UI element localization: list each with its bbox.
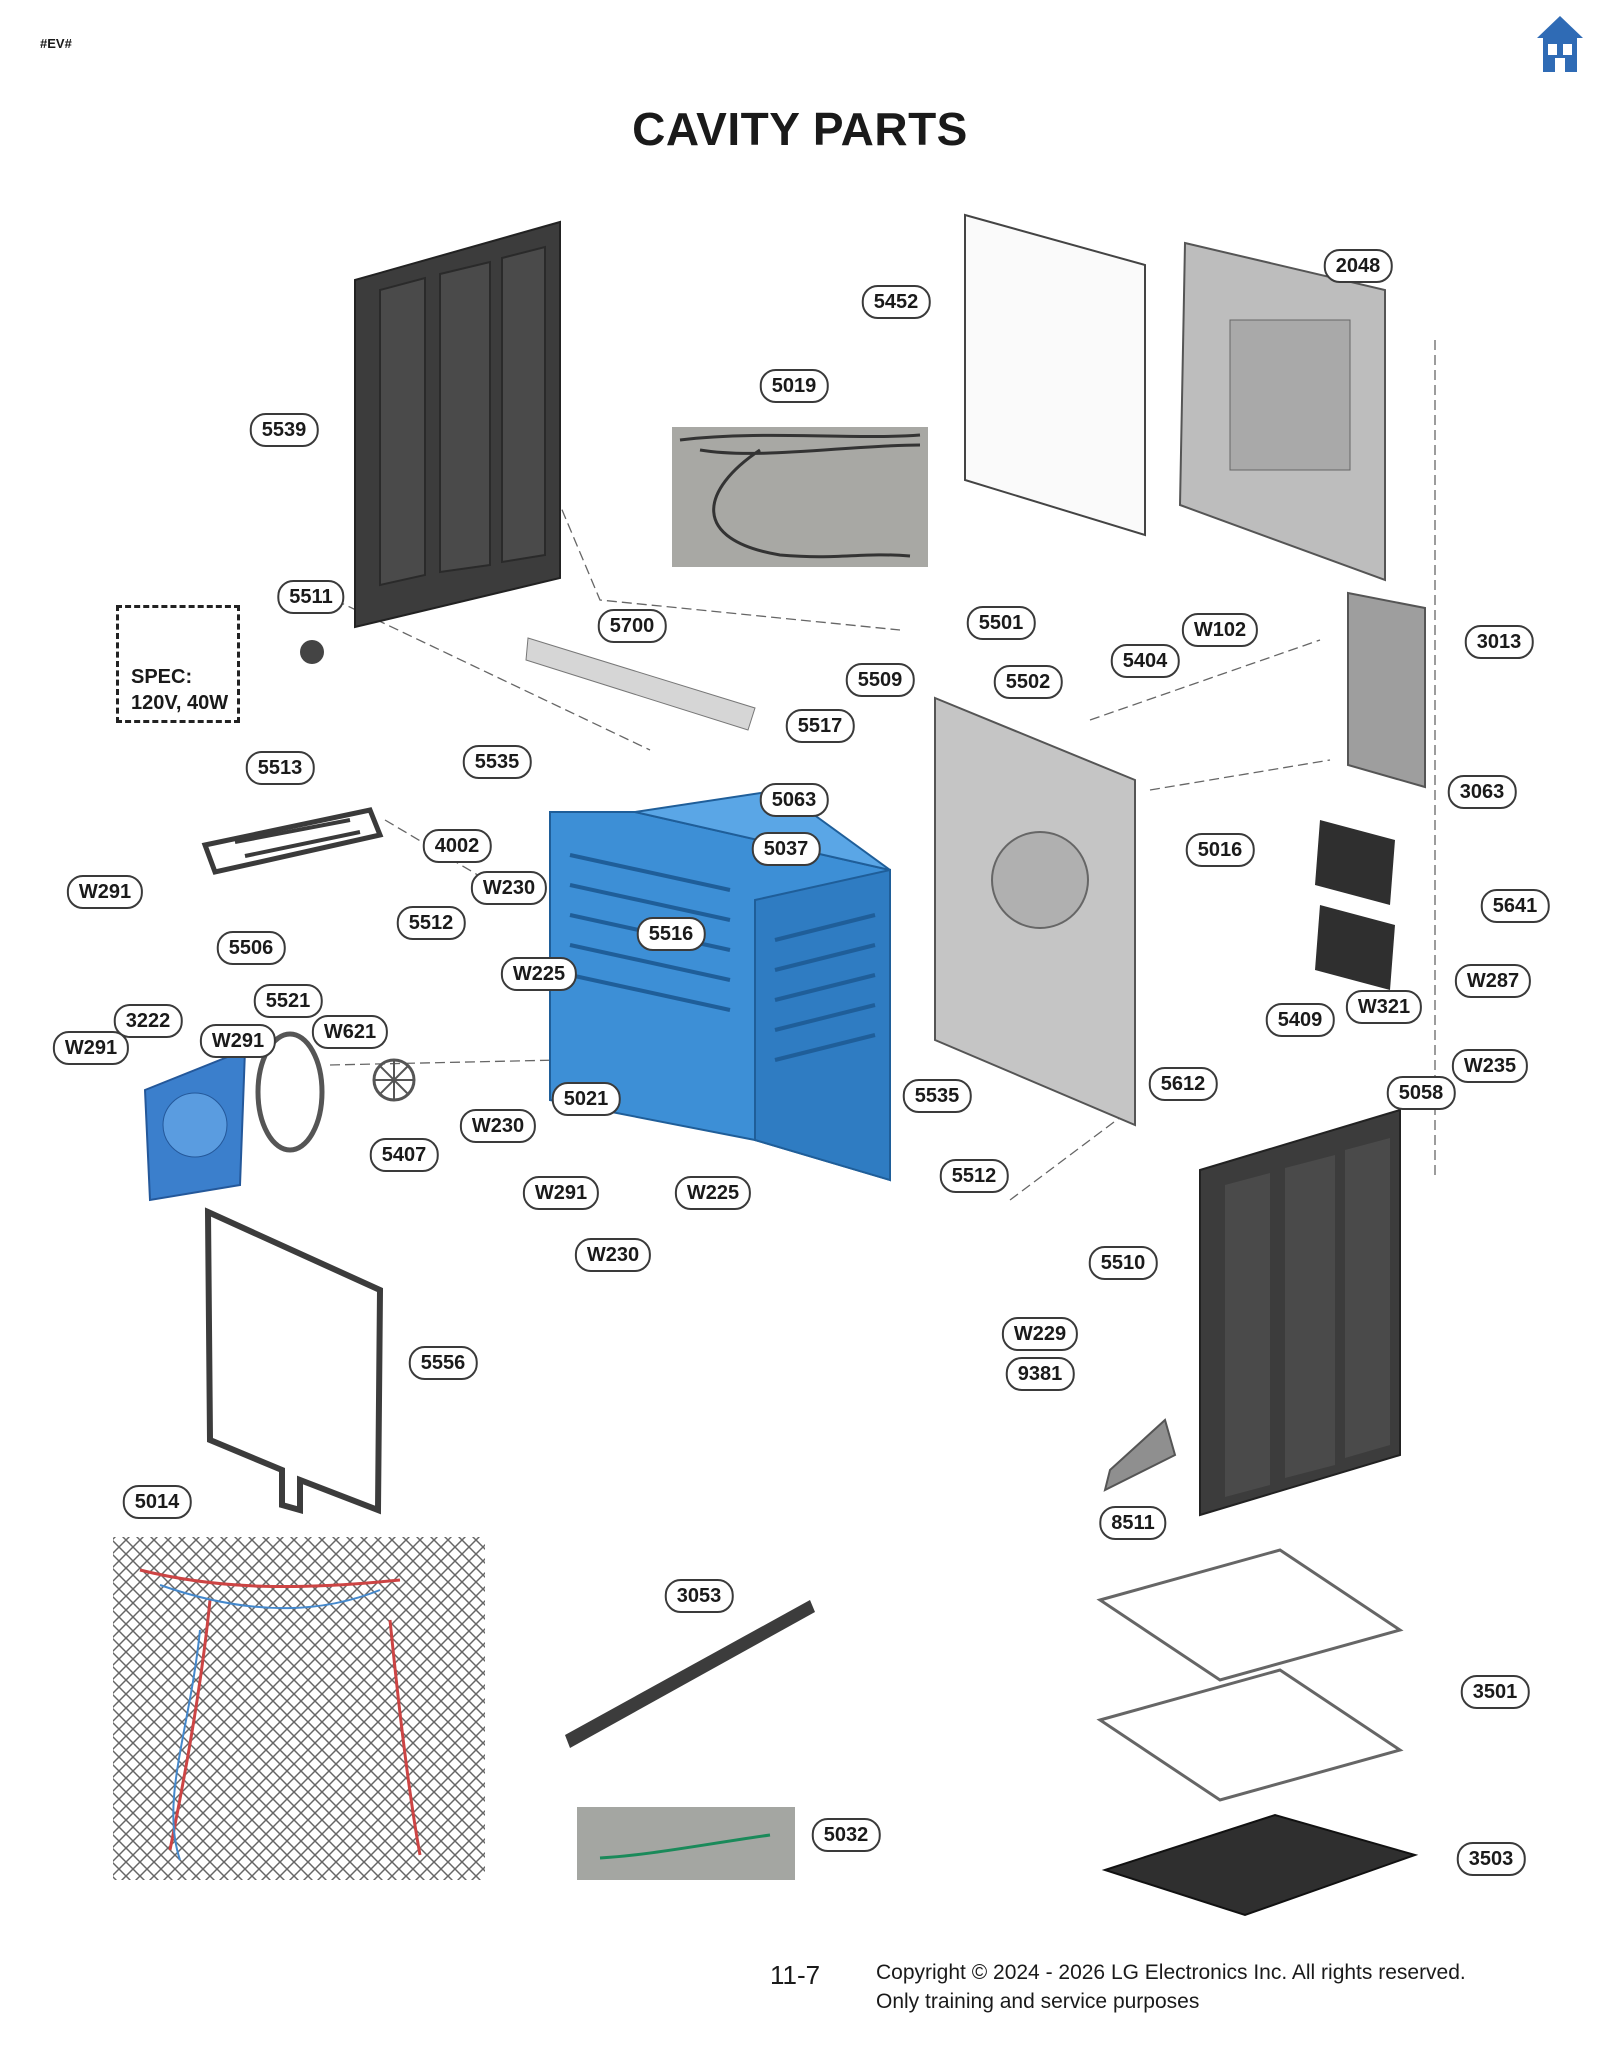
broiler-pan — [1101, 1813, 1419, 1917]
rear-cover-panel — [1178, 241, 1386, 582]
callout-5612: 5612 — [1148, 1067, 1218, 1101]
callout-5700: 5700 — [597, 609, 667, 643]
callout-5517: 5517 — [785, 709, 855, 743]
hinge-receiver — [1103, 1418, 1177, 1492]
callout-5501: 5501 — [966, 606, 1036, 640]
callout-W225-top: W225 — [500, 957, 578, 991]
callout-5539: 5539 — [249, 413, 319, 447]
spec-label: SPEC: — [131, 666, 193, 688]
spec-box: SPEC: 120V, 40W — [116, 605, 240, 723]
oven-racks — [1096, 1548, 1404, 1802]
callout-3013: 3013 — [1464, 625, 1534, 659]
callout-W321: W321 — [1345, 990, 1423, 1024]
callout-5032: 5032 — [811, 1818, 881, 1852]
callout-5512-left: 5512 — [396, 906, 466, 940]
side-panel-right — [1199, 1108, 1401, 1517]
relay-boards — [1315, 820, 1395, 990]
callout-3063: 3063 — [1447, 775, 1517, 809]
page-title: CAVITY PARTS — [632, 103, 968, 155]
callout-5019: 5019 — [759, 369, 829, 403]
document-tag: #EV# — [40, 36, 72, 51]
back-panel — [934, 696, 1136, 1127]
callout-8511: 8511 — [1099, 1506, 1167, 1540]
callout-4002: 4002 — [422, 829, 492, 863]
callout-W291-left: W291 — [66, 875, 144, 909]
page-number: 11-7 — [770, 1960, 821, 1990]
callout-5516: 5516 — [636, 917, 706, 951]
callout-5058: 5058 — [1386, 1076, 1456, 1110]
vent-duct — [525, 637, 756, 731]
callout-5502: 5502 — [993, 665, 1063, 699]
wire-harness-photo-main — [113, 1537, 485, 1880]
callout-W235: W235 — [1451, 1049, 1529, 1083]
callout-W225-bottom: W225 — [674, 1176, 752, 1210]
callout-5452: 5452 — [861, 285, 931, 319]
callout-5016: 5016 — [1185, 833, 1255, 867]
broil-element — [201, 807, 384, 875]
callout-5510: 5510 — [1088, 1246, 1158, 1280]
callout-W621: W621 — [311, 1015, 389, 1049]
callout-5535-top: 5535 — [462, 745, 532, 779]
fan-blade — [372, 1058, 416, 1102]
home-icon[interactable] — [1535, 14, 1585, 74]
callout-5404: 5404 — [1110, 644, 1180, 678]
callout-5037: 5037 — [751, 832, 821, 866]
door-seal-strip — [565, 1600, 815, 1748]
side-panel-left — [354, 220, 561, 629]
callout-5021: 5021 — [551, 1082, 621, 1116]
callout-W287: W287 — [1454, 964, 1532, 998]
callout-W230-mid: W230 — [459, 1109, 537, 1143]
callout-W291-farleft: W291 — [52, 1031, 130, 1065]
rear-outer-panel — [964, 213, 1146, 537]
callout-9381: 9381 — [1005, 1357, 1075, 1391]
callout-5513: 5513 — [245, 751, 315, 785]
callout-W230-top: W230 — [470, 871, 548, 905]
callout-5521: 5521 — [253, 984, 323, 1018]
wire-harness-photo-top — [672, 427, 928, 567]
ground-wire-photo — [577, 1807, 795, 1880]
callout-5063: 5063 — [759, 783, 829, 817]
lamp-socket — [300, 640, 324, 664]
callout-5641: 5641 — [1480, 889, 1550, 923]
callout-5409: 5409 — [1265, 1003, 1335, 1037]
callout-3222: 3222 — [113, 1004, 183, 1038]
bracket-housing — [1347, 591, 1426, 789]
callout-W291-fan: W291 — [199, 1024, 277, 1058]
callout-3501: 3501 — [1460, 1675, 1530, 1709]
callout-5509: 5509 — [845, 663, 915, 697]
door-gasket — [204, 1207, 384, 1515]
spec-value: 120V, 40W — [131, 692, 229, 714]
callout-5512-right: 5512 — [939, 1159, 1009, 1193]
callout-W229: W229 — [1001, 1317, 1079, 1351]
callout-2048: 2048 — [1323, 249, 1393, 283]
callout-5535-bottom: 5535 — [902, 1079, 972, 1113]
oven-cavity — [549, 788, 891, 1182]
callout-5014: 5014 — [122, 1485, 192, 1519]
callout-3053: 3053 — [664, 1579, 734, 1613]
copyright-line: Copyright © 2024 - 2026 LG Electronics I… — [876, 1961, 1466, 1984]
callout-W291-bottom: W291 — [522, 1176, 600, 1210]
usage-line: Only training and service purposes — [876, 1990, 1200, 2013]
callout-5506: 5506 — [216, 931, 286, 965]
callout-W230-bottom: W230 — [574, 1238, 652, 1272]
copyright-notice: Copyright © 2024 - 2026 LG Electronics I… — [876, 1958, 1466, 2016]
callout-3503: 3503 — [1456, 1842, 1526, 1876]
assembly-guide-lines — [329, 225, 1436, 1201]
callout-5407: 5407 — [369, 1138, 439, 1172]
convection-fan-cover — [143, 1048, 247, 1202]
callout-5556: 5556 — [408, 1346, 478, 1380]
callout-W102: W102 — [1181, 613, 1259, 647]
callout-5511: 5511 — [277, 580, 345, 614]
convection-element — [255, 1031, 325, 1153]
